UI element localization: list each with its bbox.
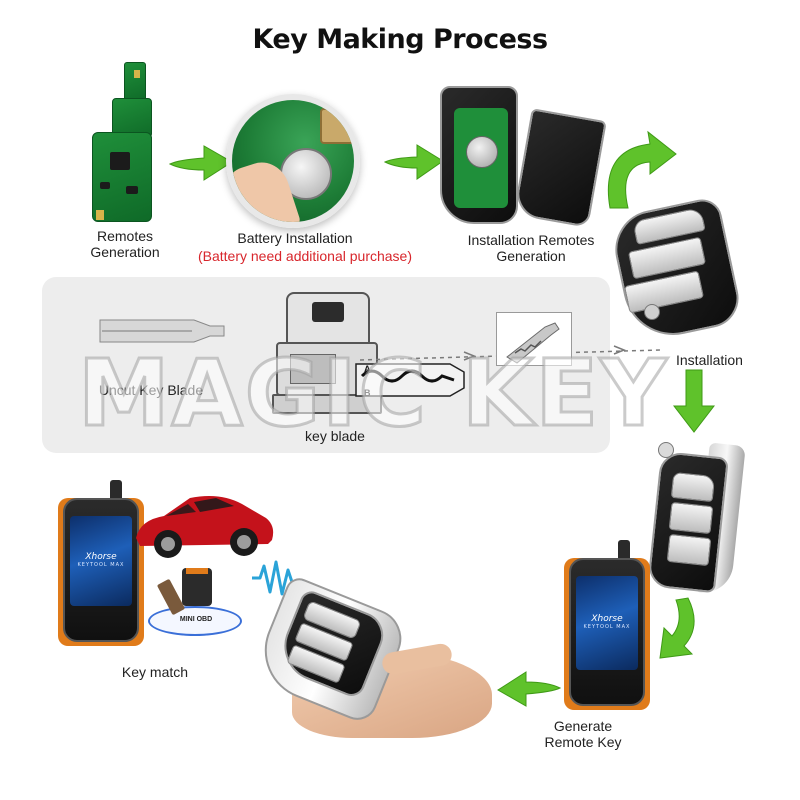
watermark-logo: MAGIC KEY	[77, 339, 669, 449]
arrow-right-icon	[168, 145, 233, 181]
caption-battery-note: (Battery need additional purchase)	[197, 248, 413, 264]
flip-remote-key-image	[647, 440, 750, 600]
caption-key-blade: key blade	[305, 428, 365, 444]
arrow-down-icon	[672, 369, 716, 433]
arrow-down-left-icon	[659, 597, 695, 659]
device-model-label: KEYTOOL MAX	[77, 562, 125, 568]
cut-blade-closeup-image	[496, 312, 572, 366]
mini-obd-label: MINI OBD	[179, 616, 213, 623]
device-brand-label: Xhorse	[591, 614, 623, 624]
blade-marker-a: A	[364, 364, 371, 374]
device-brand-label: Xhorse	[85, 552, 117, 562]
remote-key-face-image	[607, 195, 745, 345]
keytool-max-device-left: Xhorse KEYTOOL MAX	[58, 480, 144, 648]
caption-uncut-key-blade: Uncut Key Blade	[98, 382, 204, 398]
caption-installation: Installation	[676, 352, 743, 368]
uncut-key-blade-image	[99, 319, 225, 343]
caption-generate-remote-key: Generate Remote Key	[544, 718, 622, 750]
caption-installation-remotes-generation: Installation Remotes Generation	[467, 232, 595, 264]
hand-holding-remote-image	[249, 574, 498, 748]
keytool-max-device-right: Xhorse KEYTOOL MAX	[564, 540, 650, 712]
cut-key-blade-diagram	[355, 363, 465, 397]
dashed-flow-line	[360, 345, 660, 361]
page-title: Key Making Process	[252, 24, 548, 55]
blade-marker-b: B	[364, 388, 371, 398]
curved-arrow-icon	[607, 130, 677, 209]
caption-key-match: Key match	[121, 664, 189, 680]
battery-installation-image	[226, 94, 360, 228]
arrow-right-icon	[383, 144, 444, 180]
arrow-left-icon	[497, 671, 562, 707]
open-remote-shell-image	[440, 86, 610, 228]
red-sports-car-image	[130, 488, 276, 562]
key-cutting-machine-image	[272, 292, 382, 420]
mini-obd-adapter-image: MINI OBD	[146, 566, 244, 638]
caption-remotes-generation: Remotes Generation	[90, 228, 160, 260]
remote-pcb-image	[86, 62, 166, 222]
caption-battery-installation: Battery Installation	[237, 230, 353, 246]
signal-wave-icon	[252, 560, 304, 596]
device-model-label: KEYTOOL MAX	[583, 624, 631, 630]
